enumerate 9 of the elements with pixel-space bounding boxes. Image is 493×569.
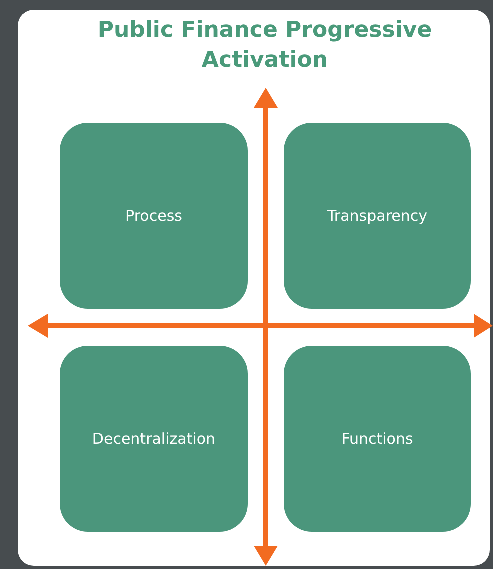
quadrant-box (284, 123, 471, 309)
quadrant-label: Decentralization (92, 430, 216, 448)
quadrant-label: Transparency (327, 207, 428, 225)
quadrant-box (284, 346, 471, 532)
quadrant-box (60, 123, 248, 309)
quadrant-box (60, 346, 248, 532)
quadrant-label: Functions (342, 430, 414, 448)
title: Public Finance Progressive Activation (96, 17, 434, 75)
quadrant-label: Process (126, 207, 182, 225)
